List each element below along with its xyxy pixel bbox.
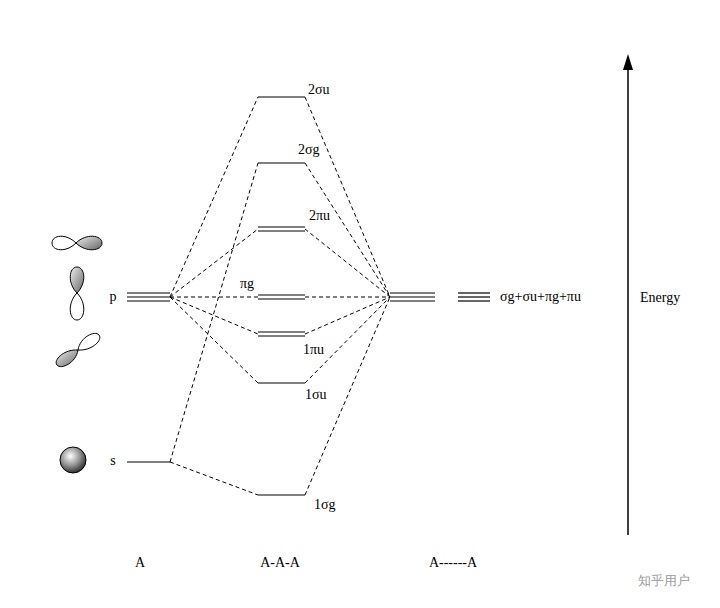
orbital-label: p: [110, 290, 117, 304]
level-label: 2σu: [308, 83, 330, 97]
level-label: 2σg: [298, 143, 320, 157]
level-label: 1πu: [303, 343, 324, 357]
axis-label: Energy: [640, 291, 680, 305]
group-label: σg+σu+πg+πu: [500, 290, 581, 304]
column-label: A-A-A: [260, 556, 300, 570]
column-label: A: [135, 556, 145, 570]
orbital-label: s: [110, 454, 115, 468]
watermark: 知乎用户: [638, 574, 690, 587]
column-label: A------A: [429, 556, 477, 570]
level-label: 2πu: [309, 209, 330, 223]
level-label: 1σu: [305, 388, 327, 402]
level-label: 1σg: [314, 498, 336, 512]
level-label: πg: [240, 277, 254, 291]
